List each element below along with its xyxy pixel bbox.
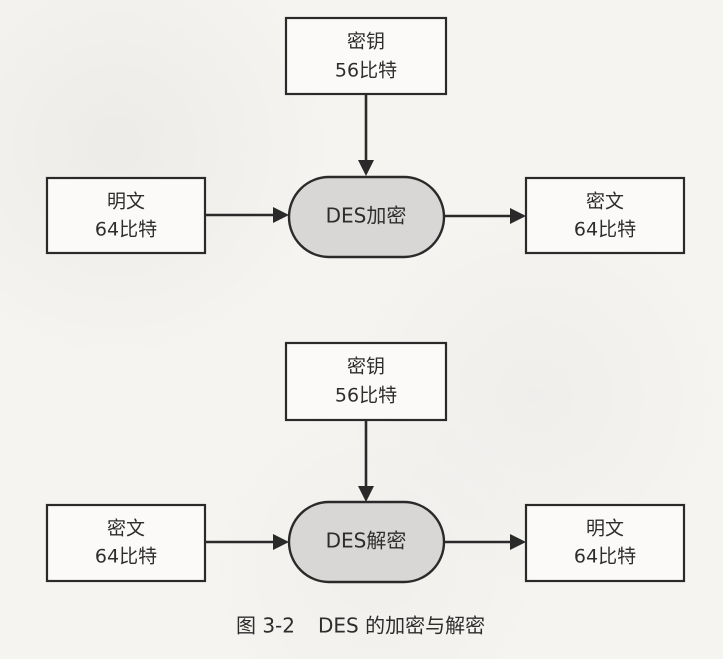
decryption-input-box: 密文 64比特 <box>45 503 207 583</box>
decryption-key-box: 密钥 56比特 <box>284 341 448 422</box>
encryption-input-title: 明文 <box>107 191 145 213</box>
encryption-output-title: 密文 <box>586 191 624 213</box>
decryption-output-arrow <box>444 534 526 550</box>
figure-title: DES 的加密与解密 <box>318 614 485 638</box>
encryption-key-box-border <box>284 16 448 96</box>
decryption-input-arrow-head <box>273 534 289 550</box>
decryption-key-arrow <box>358 420 374 502</box>
encryption-input-arrow-head <box>273 207 289 223</box>
encryption-input-arrow <box>205 207 289 223</box>
encryption-key-size: 56比特 <box>335 60 397 82</box>
encryption-diagram: 密钥 56比特 明文 64比特 DES加密 密文 64比特 <box>45 16 686 259</box>
encryption-key-title: 密钥 <box>347 31 385 53</box>
encryption-output-arrow-head <box>510 208 526 224</box>
decryption-input-arrow <box>205 534 289 550</box>
encryption-key-arrow <box>358 94 374 176</box>
encryption-process-label: DES加密 <box>326 204 407 228</box>
decryption-input-size: 64比特 <box>95 546 157 568</box>
decryption-key-size: 56比特 <box>335 385 397 407</box>
encryption-input-box: 明文 64比特 <box>45 176 207 255</box>
decryption-key-arrow-head <box>358 486 374 502</box>
decryption-input-box-border <box>45 503 207 583</box>
decryption-process-label: DES解密 <box>326 529 407 553</box>
encryption-key-arrow-head <box>358 160 374 176</box>
decryption-key-title: 密钥 <box>347 356 385 378</box>
decryption-output-box-border <box>524 503 686 583</box>
encryption-input-box-border <box>45 176 207 255</box>
decryption-output-size: 64比特 <box>574 546 636 568</box>
decryption-input-title: 密文 <box>107 518 145 540</box>
encryption-process-node: DES加密 <box>287 175 446 259</box>
figure-number: 图 3-2 <box>236 614 295 638</box>
encryption-output-box: 密文 64比特 <box>524 176 686 255</box>
decryption-output-box: 明文 64比特 <box>524 503 686 583</box>
decryption-diagram: 密钥 56比特 密文 64比特 DES解密 明文 64比特 <box>45 341 686 584</box>
decryption-process-node: DES解密 <box>287 500 446 584</box>
encryption-output-arrow <box>444 208 526 224</box>
decryption-output-arrow-head <box>510 534 526 550</box>
encryption-output-box-border <box>524 176 686 255</box>
encryption-key-box: 密钥 56比特 <box>284 16 448 96</box>
figure-caption: 图 3-2 DES 的加密与解密 <box>236 614 485 638</box>
encryption-input-size: 64比特 <box>95 219 157 241</box>
encryption-output-size: 64比特 <box>574 219 636 241</box>
decryption-output-title: 明文 <box>586 518 624 540</box>
